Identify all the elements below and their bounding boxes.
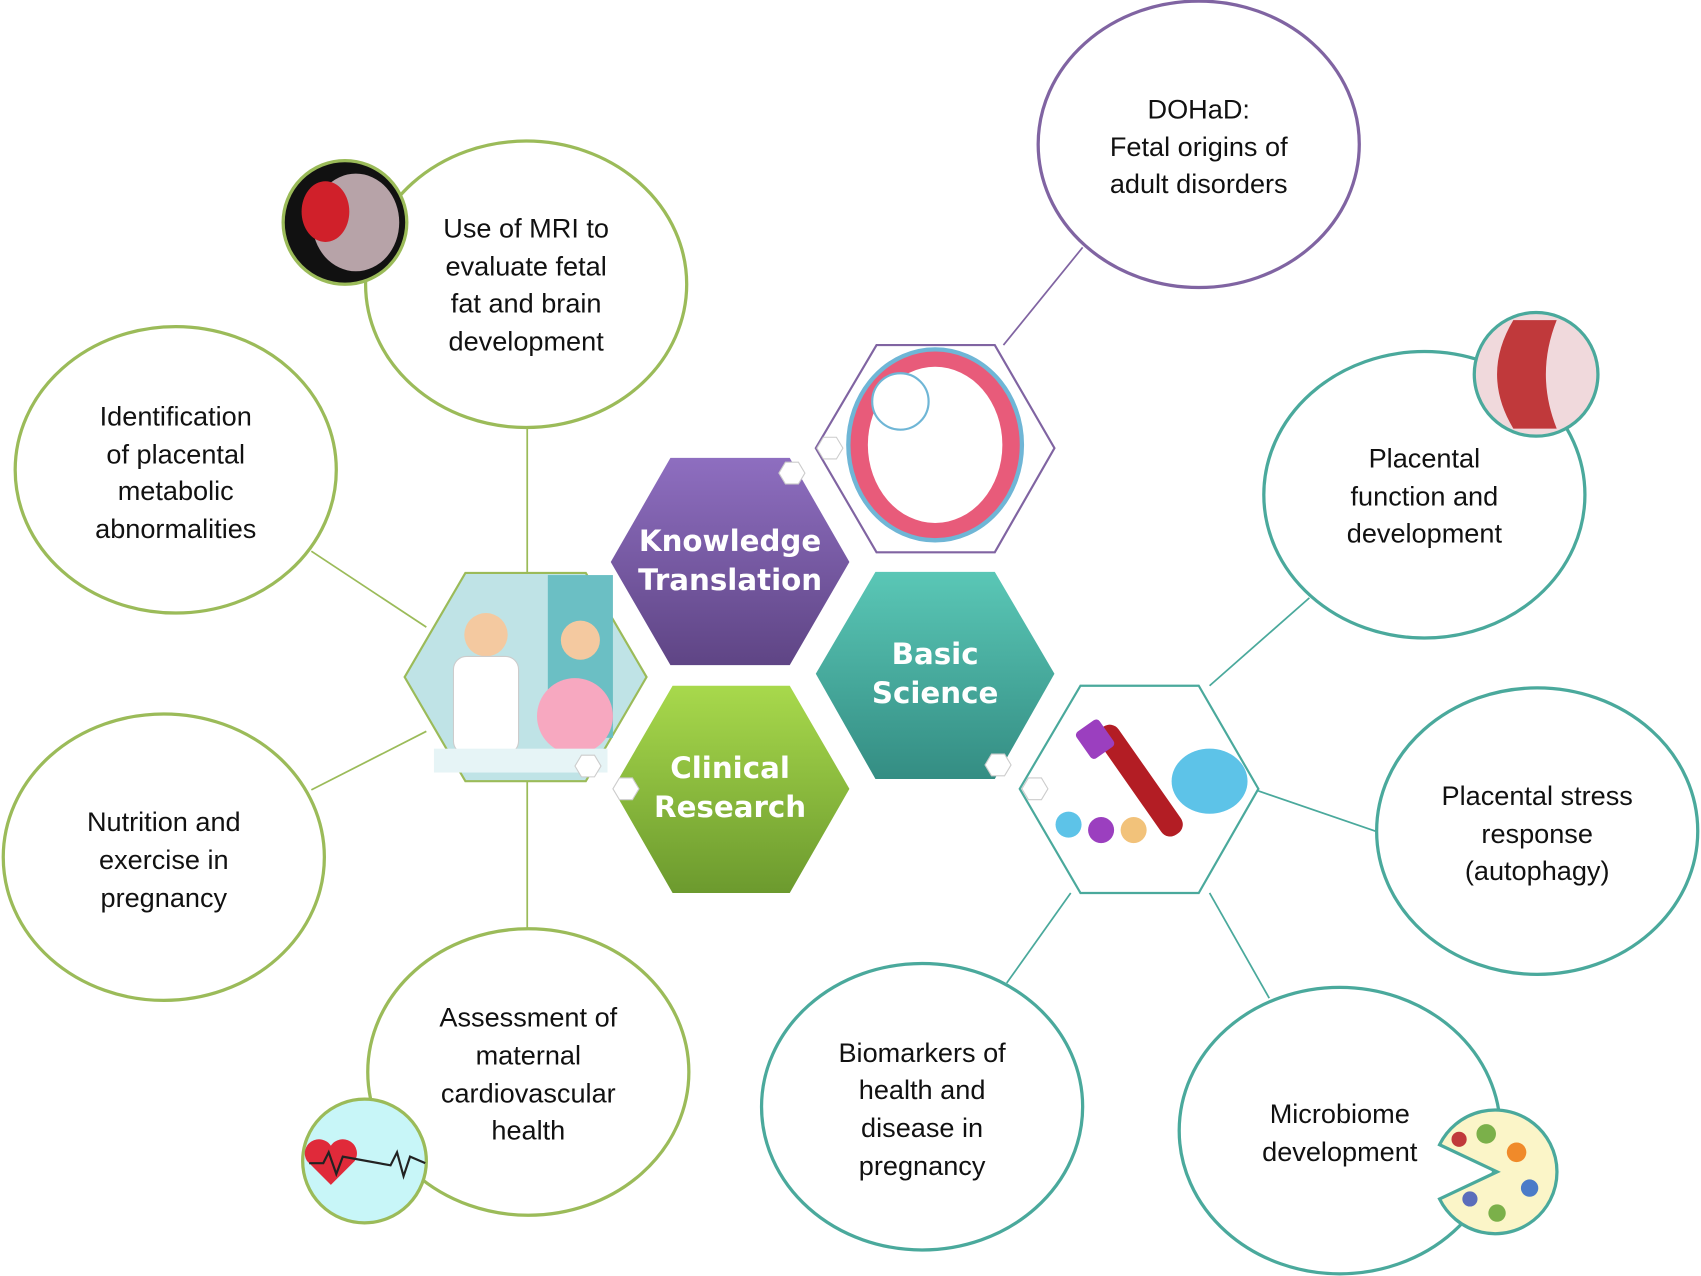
bubble-text-line: Assessment of bbox=[439, 1001, 617, 1032]
bubble-mri: Use of MRI to evaluate fetal fat and bra… bbox=[363, 139, 689, 430]
bubble-biomarkers: Biomarkers of health and disease in preg… bbox=[759, 961, 1085, 1252]
bubble-text-line: development bbox=[1347, 518, 1503, 549]
bubble-dohad: DOHaD: Fetal origins of adult disorders bbox=[1036, 0, 1361, 290]
placenta-image-icon bbox=[1472, 310, 1600, 438]
bubble-text-line: disease in bbox=[861, 1112, 983, 1143]
bubble-text-line: Use of MRI to bbox=[443, 213, 609, 244]
bubble-text-line: cardiovascular bbox=[441, 1077, 616, 1108]
hub-label: Clinical bbox=[670, 751, 790, 785]
bubble-text-line: development bbox=[449, 325, 605, 356]
hub-clinical-research: Clinical Research bbox=[612, 685, 850, 893]
bubble-text-line: pregnancy bbox=[859, 1150, 986, 1181]
bubble-text-line: Placental bbox=[1369, 443, 1481, 474]
bubble-text-line: abnormalities bbox=[95, 513, 256, 544]
bubble-text-line: Microbiome bbox=[1270, 1098, 1410, 1129]
hub-label: Research bbox=[654, 790, 806, 824]
bubble-text-line: response bbox=[1481, 818, 1593, 849]
hub-basic-science: Basic Science bbox=[815, 571, 1055, 780]
bubble-text-line: health bbox=[491, 1114, 565, 1145]
bubble-text-line: development bbox=[1262, 1136, 1418, 1167]
doctor-patient-hex bbox=[403, 571, 648, 783]
pregnant-woman-icon bbox=[560, 620, 600, 660]
bubble-placental-stress: Placental stress response (autophagy) bbox=[1375, 686, 1700, 976]
fetus-hex bbox=[814, 343, 1056, 554]
bubble-text-line: of placental bbox=[106, 438, 245, 469]
bubble-assessment: Assessment of maternal cardiovascular he… bbox=[366, 927, 691, 1217]
blood-sample-hex bbox=[1018, 684, 1260, 895]
hub-label: Translation bbox=[638, 563, 822, 597]
bubble-text-line: evaluate fetal bbox=[446, 251, 607, 282]
hub-knowledge-translation: Knowledge Translation bbox=[610, 457, 850, 666]
bubble-text-line: Identification bbox=[100, 400, 252, 431]
bubble-text-line: adult disorders bbox=[1110, 168, 1288, 199]
bubble-text-line: (autophagy) bbox=[1465, 855, 1610, 886]
bubble-microbiome: Microbiome development bbox=[1177, 985, 1502, 1276]
bubble-text-line: metabolic bbox=[118, 475, 234, 506]
bubble-text-line: Fetal origins of bbox=[1110, 131, 1288, 162]
mri-image-icon bbox=[281, 158, 409, 286]
connectors bbox=[310, 246, 1376, 999]
hub-label: Basic bbox=[892, 637, 979, 671]
small-hex-markers bbox=[574, 436, 1049, 801]
bubble-identification: Identification of placental metabolic ab… bbox=[13, 324, 338, 615]
bubble-text-line: function and bbox=[1351, 481, 1499, 512]
bubble-text-line: fat and brain bbox=[451, 287, 602, 318]
bubble-text-line: Nutrition and bbox=[87, 806, 241, 837]
bubble-text-line: maternal bbox=[476, 1039, 581, 1070]
bubble-text-line: exercise in bbox=[99, 844, 229, 875]
bubble-text-line: health and bbox=[859, 1074, 986, 1105]
bubble-nutrition: Nutrition and exercise in pregnancy bbox=[1, 712, 326, 1003]
doctor-icon bbox=[464, 613, 508, 657]
test-tube-icon bbox=[1097, 724, 1183, 837]
bubble-text-line: pregnancy bbox=[101, 882, 228, 913]
heartbeat-icon bbox=[301, 1097, 428, 1225]
bubble-text-line: Biomarkers of bbox=[838, 1037, 1006, 1068]
bubble-text-line: Placental stress bbox=[1442, 780, 1633, 811]
glove-icon bbox=[1171, 748, 1248, 814]
hub-label: Knowledge bbox=[639, 524, 821, 558]
hub-label: Science bbox=[872, 676, 998, 710]
microbe-icon bbox=[1437, 1108, 1559, 1236]
bubble-text-line: DOHaD: bbox=[1148, 93, 1250, 124]
